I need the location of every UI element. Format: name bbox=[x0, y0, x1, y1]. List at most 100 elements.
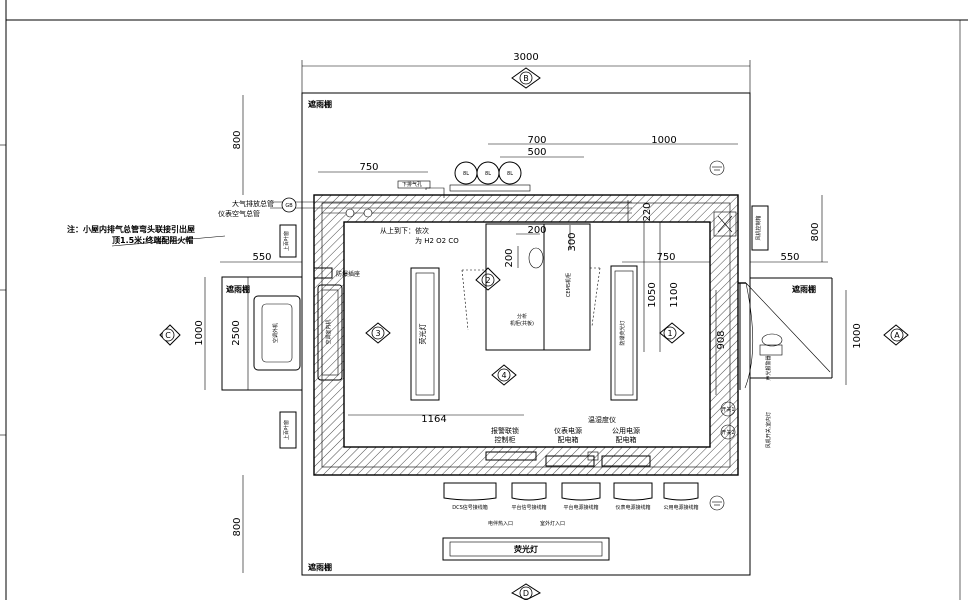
svg-text:A: A bbox=[894, 331, 900, 340]
svg-text:荧光灯: 荧光灯 bbox=[418, 324, 427, 345]
lamp-left: 荧光灯 bbox=[410, 267, 440, 401]
svg-text:控制柜: 控制柜 bbox=[495, 435, 516, 444]
svg-text:开关1: 开关1 bbox=[721, 406, 734, 413]
axis-2-marker: 2 bbox=[475, 267, 501, 291]
svg-text:1: 1 bbox=[667, 329, 672, 338]
order-text: 从上到下：依次 bbox=[380, 226, 429, 235]
canopy-left-label: 遮雨棚 bbox=[226, 284, 250, 294]
canopy-outline bbox=[221, 92, 833, 576]
svg-text:声光报警器: 声光报警器 bbox=[765, 355, 772, 380]
svg-text:风机控制箱: 风机控制箱 bbox=[755, 215, 762, 240]
svg-text:公用电源: 公用电源 bbox=[612, 426, 640, 435]
box5-label: 公用电源接线箱 bbox=[663, 504, 698, 511]
cable-in-label: 电伴热入口 bbox=[488, 520, 513, 527]
dim-bottom-800: 800 bbox=[232, 517, 243, 536]
axis-markers: B D C A 1 2 3 bbox=[159, 67, 909, 600]
note-line2: 顶1.5米;终端配阻火帽 bbox=[112, 235, 193, 245]
ac-indoor-unit: 空调室内机 bbox=[317, 284, 343, 381]
svg-text:空调室内机: 空调室内机 bbox=[325, 319, 332, 344]
alarm-cabinet: 报警联锁 控制柜 bbox=[485, 426, 537, 461]
wall-vent bbox=[713, 211, 737, 237]
svg-text:配电箱: 配电箱 bbox=[616, 435, 637, 444]
axis-c-marker: C bbox=[159, 324, 181, 346]
ground-symbols bbox=[709, 160, 725, 511]
box1-label: DCS信号接线箱 bbox=[452, 504, 488, 511]
dim-220: 220 bbox=[642, 202, 653, 221]
dim-1164: 1164 bbox=[421, 414, 446, 425]
bottle-1-label: 8L bbox=[463, 171, 469, 177]
dim-1000: 1000 bbox=[651, 135, 676, 146]
vent-label: 下排气孔 bbox=[402, 181, 422, 188]
outdoor-in-label: 室外灯入口 bbox=[540, 520, 565, 527]
svg-text:防爆荧光灯: 防爆荧光灯 bbox=[619, 320, 626, 345]
dim-left-2500: 2500 bbox=[231, 320, 242, 345]
svg-text:配电箱: 配电箱 bbox=[558, 435, 579, 444]
svg-text:分析: 分析 bbox=[517, 313, 527, 320]
box4-label: 仪表电源接线箱 bbox=[615, 504, 650, 511]
dim-750: 750 bbox=[359, 162, 378, 173]
svg-text:C: C bbox=[165, 331, 171, 340]
axis-b-marker: B bbox=[511, 67, 541, 89]
cems-cabinet: CEMS机柜 bbox=[543, 223, 591, 351]
svg-text:GB: GB bbox=[285, 203, 293, 209]
room-walls bbox=[313, 194, 739, 476]
lamp-bottom: 荧光灯 bbox=[442, 537, 610, 561]
dim-left-1000: 1000 bbox=[194, 320, 205, 345]
dim-750b: 750 bbox=[656, 252, 675, 263]
fan-control-box: 风机控制箱 bbox=[751, 205, 769, 251]
dim-1100: 1100 bbox=[669, 282, 680, 307]
axis-4-marker: 4 bbox=[491, 364, 517, 386]
svg-text:4: 4 bbox=[501, 371, 506, 380]
dim-1050: 1050 bbox=[647, 282, 658, 307]
lamp-right: 防爆荧光灯 bbox=[610, 265, 638, 401]
svg-text:仪表电源: 仪表电源 bbox=[554, 426, 582, 435]
exhaust-main-label: 大气排放总管 bbox=[232, 199, 274, 208]
box2-label: 平台信号接线箱 bbox=[511, 504, 546, 511]
axis-1-marker: 1 bbox=[659, 322, 685, 344]
bottle-3-label: 8L bbox=[507, 171, 513, 177]
axis-d-marker: D bbox=[510, 583, 542, 600]
air-main-label: 仪表空气总管 bbox=[218, 209, 260, 218]
axis-3-marker: 3 bbox=[365, 322, 391, 344]
svg-text:开关2: 开关2 bbox=[721, 429, 734, 436]
dim-right-800: 800 bbox=[810, 222, 821, 241]
note-line1: 注：小屋内排气总管弯头联接引出屋 bbox=[67, 224, 195, 234]
ac-outdoor-unit: 空调外机 bbox=[253, 295, 301, 371]
dimensions: 3000 750 700 500 1000 800 800 550 550 10… bbox=[194, 52, 863, 573]
public-power-box: 公用电源 配电箱 bbox=[601, 426, 651, 467]
dim-200b: 200 bbox=[504, 248, 515, 267]
temp-humidity-label: 温湿度仪 bbox=[588, 415, 616, 424]
canopy-bottom-label: 遮雨棚 bbox=[308, 562, 332, 572]
gas-bottles: 8L 8L 8L bbox=[449, 161, 531, 192]
left-louver-bottom: 上百叶窗 bbox=[279, 411, 297, 449]
svg-text:上百叶窗: 上百叶窗 bbox=[283, 420, 290, 440]
analyzer-cabinet: 分析 机柜(共板) bbox=[485, 223, 545, 351]
axis-a-marker: A bbox=[883, 324, 909, 346]
svg-text:报警联锁: 报警联锁 bbox=[491, 426, 519, 435]
svg-text:荧光灯: 荧光灯 bbox=[514, 544, 538, 554]
light-switch-label: 风机开关,室内灯 bbox=[765, 412, 772, 449]
dim-500: 500 bbox=[527, 147, 546, 158]
dim-total-width: 3000 bbox=[513, 52, 538, 63]
left-louver-top: 上百叶窗 bbox=[279, 224, 297, 258]
svg-text:D: D bbox=[523, 589, 529, 598]
dim-right-1000: 1000 bbox=[852, 323, 863, 348]
instrument-power-box: 仪表电源 配电箱 bbox=[545, 426, 595, 467]
svg-text:防爆插座: 防爆插座 bbox=[336, 270, 360, 278]
svg-text:机柜(共板): 机柜(共板) bbox=[510, 320, 534, 327]
dim-700: 700 bbox=[527, 135, 546, 146]
bottle-2-label: 8L bbox=[485, 171, 491, 177]
svg-text:2: 2 bbox=[485, 276, 490, 285]
dim-200: 200 bbox=[527, 225, 546, 236]
dim-908: 908 bbox=[716, 330, 727, 349]
svg-text:CEMS机柜: CEMS机柜 bbox=[565, 273, 572, 297]
canopy-right-label: 遮雨棚 bbox=[792, 284, 816, 294]
order-list: 为 H2 O2 CO bbox=[415, 236, 459, 245]
sound-light-alarm: 声光报警器 bbox=[759, 333, 783, 381]
explosion-socket: 防爆插座 bbox=[313, 267, 360, 279]
svg-text:B: B bbox=[523, 74, 529, 83]
junction-boxes: DCS信号接线箱 平台信号接线箱 平台电源接线箱 仪表电源接线箱 公用电源接线箱… bbox=[443, 482, 699, 527]
dim-left-550: 550 bbox=[252, 252, 271, 263]
